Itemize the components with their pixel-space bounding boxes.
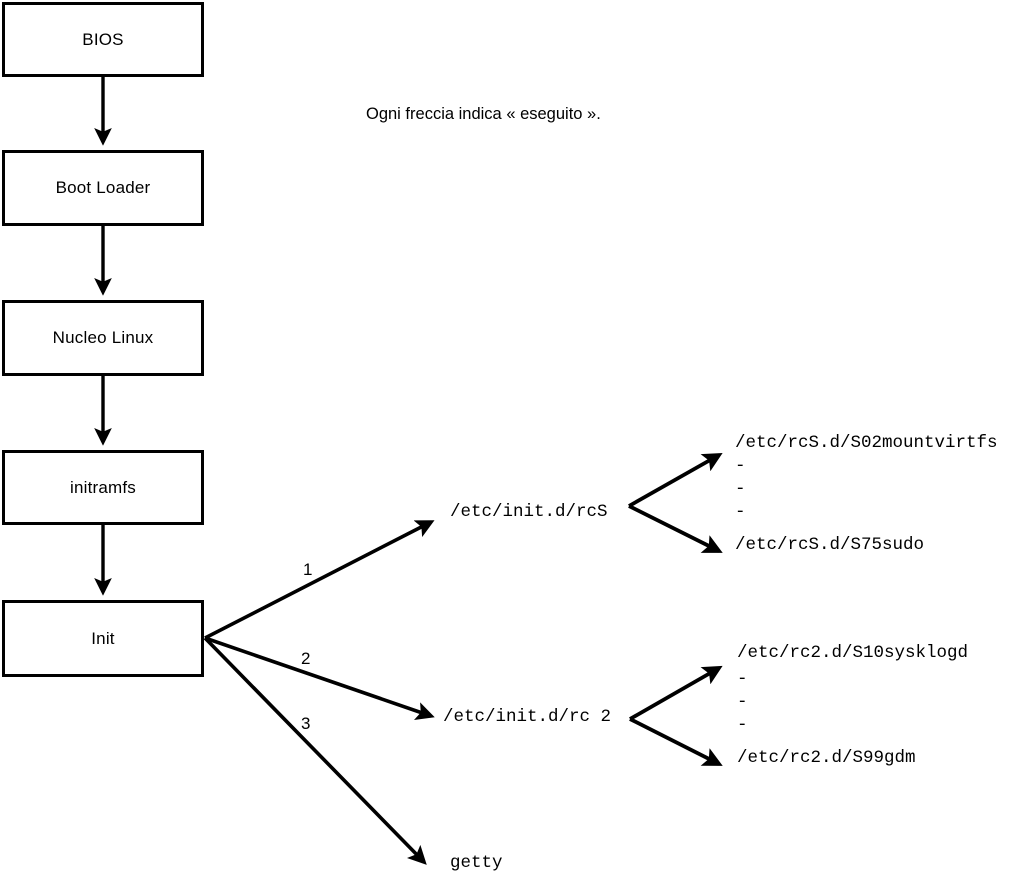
- rc2-branch-arrows: [629, 665, 723, 766]
- node-bios[interactable]: BIOS: [2, 2, 204, 77]
- node-initramfs[interactable]: initramfs: [2, 450, 204, 525]
- arrow-rcs-to-last-script: [628, 504, 723, 553]
- node-boot-loader[interactable]: Boot Loader: [2, 150, 204, 226]
- init-branch-arrows: [203, 520, 435, 865]
- arrow-init-branch-1: [204, 520, 435, 640]
- rc2-ellipsis-dash-3: -: [737, 715, 748, 735]
- rc2-ellipsis-dash-1: -: [737, 669, 748, 689]
- rc2-script-first[interactable]: /etc/rc2.d/S10sysklogd: [737, 643, 969, 663]
- rcs-ellipsis-dash-2: -: [735, 479, 746, 499]
- node-nucleo-linux[interactable]: Nucleo Linux: [2, 300, 204, 376]
- rcs-branch-arrows: [628, 452, 723, 553]
- arrow-rc2-to-last-script: [629, 717, 723, 766]
- node-bios-label: BIOS: [82, 29, 124, 49]
- arrow-rc2-to-first-script: [629, 665, 723, 721]
- branch-number-3: 3: [301, 714, 311, 733]
- target-rc2[interactable]: /etc/init.d/rc 2: [443, 707, 612, 727]
- legend-note: Ogni freccia indica « eseguito ».: [366, 105, 601, 123]
- node-initramfs-label: initramfs: [69, 477, 137, 497]
- node-nucleo-linux-label: Nucleo Linux: [52, 328, 154, 347]
- rc2-script-last[interactable]: /etc/rc2.d/S99gdm: [737, 748, 916, 768]
- rc2-ellipsis-dash-2: -: [737, 692, 748, 712]
- target-getty[interactable]: getty: [450, 853, 503, 873]
- branch-number-1: 1: [303, 560, 313, 579]
- rcs-ellipsis-dash-1: -: [735, 456, 746, 476]
- node-boot-loader-label: Boot Loader: [55, 178, 151, 197]
- arrow-init-branch-2: [204, 636, 435, 721]
- node-init[interactable]: Init: [2, 600, 204, 677]
- arrow-init-branch-3: [203, 636, 427, 865]
- rcs-script-first[interactable]: /etc/rcS.d/S02mountvirtfs: [735, 433, 998, 453]
- node-init-label: Init: [91, 628, 115, 648]
- target-rcs[interactable]: /etc/init.d/rcS: [450, 502, 608, 522]
- rcs-ellipsis-dash-3: -: [735, 502, 746, 522]
- branch-number-2: 2: [301, 649, 311, 668]
- arrow-rcs-to-first-script: [628, 452, 723, 508]
- rcs-script-last[interactable]: /etc/rcS.d/S75sudo: [735, 535, 925, 555]
